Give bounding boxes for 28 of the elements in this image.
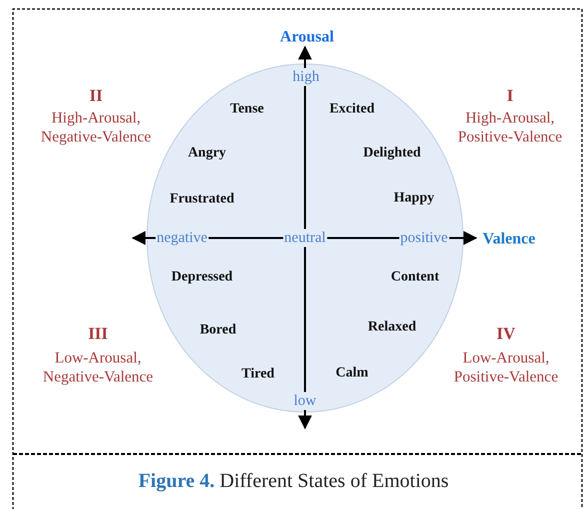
emotion-label: Calm <box>336 366 368 382</box>
axis-pole-label: neutral <box>283 229 327 247</box>
quadrant-description: Low-Arousal, Negative-Valence <box>42 349 154 387</box>
figure-caption: Figure 4. Different States of Emotions <box>137 470 450 493</box>
quadrant-description: High-Arousal, Positive-Valence <box>456 109 564 147</box>
emotion-label: Happy <box>394 190 434 208</box>
emotion-label: Depressed <box>171 270 233 286</box>
axis-pole-label: low <box>292 392 318 410</box>
quadrant-description: High-Arousal, Negative-Valence <box>40 109 152 147</box>
emotion-label: Relaxed <box>368 320 416 336</box>
axis-pole-label: high <box>292 68 320 86</box>
emotion-label: Frustrated <box>170 192 234 208</box>
emotion-label: Delighted <box>363 146 421 162</box>
emotion-label: Excited <box>329 102 375 118</box>
axis-title: Arousal <box>280 27 334 47</box>
quadrant-number: I <box>506 86 514 106</box>
axis-title: Valence <box>482 229 536 249</box>
axis-pole-label: negative <box>156 229 208 247</box>
quadrant-number: IV <box>496 324 516 344</box>
quadrant-number: II <box>89 86 103 106</box>
quadrant-description: Low-Arousal, Positive-Valence <box>452 349 560 387</box>
emotion-label: Bored <box>200 322 236 340</box>
emotion-label: Content <box>390 270 440 286</box>
emotion-label: Angry <box>188 146 226 162</box>
axis-pole-label: positive <box>399 229 449 247</box>
quadrant-number: III <box>88 324 108 344</box>
emotion-label: Tense <box>230 102 264 118</box>
emotion-label: Tired <box>242 366 274 384</box>
